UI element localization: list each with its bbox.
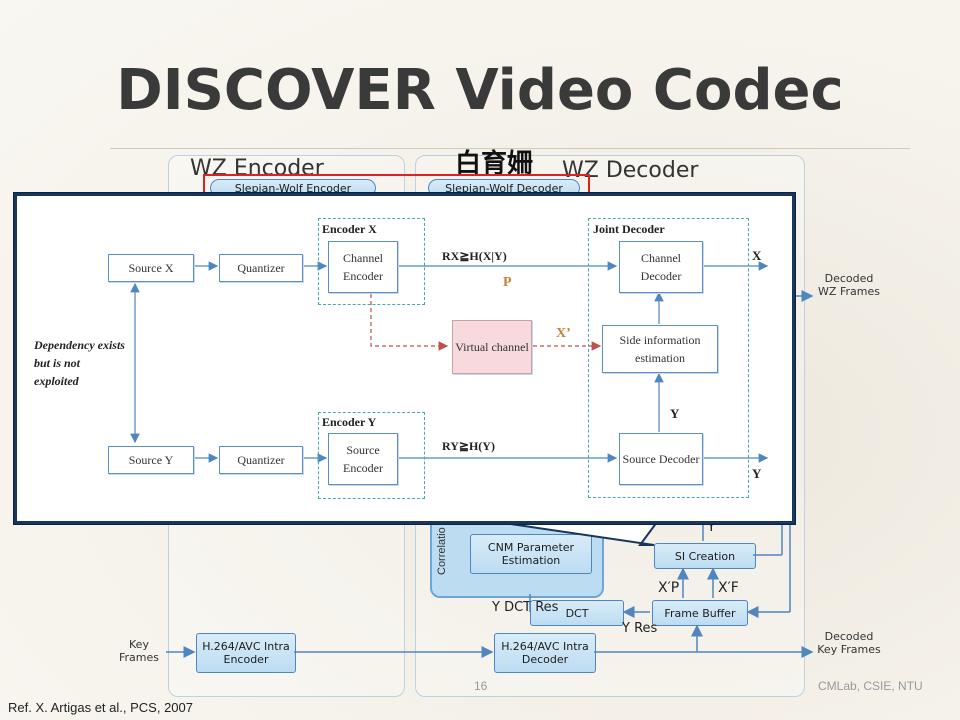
encoder-y-label: Encoder Y (322, 415, 377, 429)
si-creation-box: SI Creation (654, 543, 756, 569)
decoded-wz-frames-label: Decoded WZ Frames (818, 272, 880, 298)
cnm-parameter-estimation-box: CNM Parameter Estimation (470, 534, 592, 574)
channel-decoder-box: Channel Decoder (619, 241, 703, 293)
joint-decoder-frame (588, 218, 749, 498)
channel-encoder-box: Channel Encoder (328, 241, 398, 293)
encoder-x-frame (318, 218, 425, 305)
slepian-wolf-encoder-box: Slepian-Wolf Encoder (210, 179, 376, 197)
side-information-estimation-box: Side information estimation (602, 325, 718, 373)
red-dashed-to-virtual-channel (370, 294, 449, 351)
joint-decoder-label: Joint Decoder (593, 222, 665, 236)
source-encoder-box: Source Encoder (328, 433, 398, 485)
y-mid-label: Y (670, 406, 680, 421)
virtual-channel-box: Virtual channel (452, 320, 532, 374)
encoder-x-label: Encoder X (322, 222, 377, 236)
title-divider (110, 148, 910, 149)
rate-x-label: RX≧H(X|Y) (442, 249, 507, 263)
quantizer-bottom-box: Quantizer (219, 446, 303, 474)
wz-decoder-label: WZ Decoder (562, 158, 699, 183)
key-frames-label: Key Frames (118, 638, 159, 664)
x-prime-label: X’ (556, 326, 571, 341)
quantizer-top-box: Quantizer (219, 254, 303, 282)
footer-right: CMLab, CSIE, NTU (818, 679, 923, 693)
decoded-key-frames-label: Decoded Key Frames (817, 630, 881, 656)
dependency-note: Dependency exists but is not exploited (34, 338, 125, 388)
h264-intra-decoder-box: H.264/AVC Intra Decoder (494, 633, 596, 673)
parity-label: P (503, 275, 512, 290)
zoom-popup: Source X Quantizer Source Y Quantizer En… (14, 193, 795, 524)
dct-box: DCT (530, 600, 624, 626)
rate-y-label: RY≧H(Y) (442, 439, 495, 453)
h264-intra-encoder-box: H.264/AVC Intra Encoder (196, 633, 296, 673)
reference-citation: Ref. X. Artigas et al., PCS, 2007 (8, 700, 193, 715)
frame-buffer-box: Frame Buffer (652, 600, 748, 626)
popup-arrows (130, 261, 769, 463)
bg-xf-label: X′F (718, 580, 739, 596)
x-output-label: X (752, 248, 762, 263)
bg-y-res-label: Y Res (622, 621, 658, 636)
source-x-box: Source X (108, 254, 194, 282)
bg-xp-label: X′P (658, 580, 680, 596)
bg-y-label: Y (707, 519, 716, 535)
page-number: 16 (474, 679, 488, 693)
source-decoder-box: Source Decoder (619, 433, 703, 485)
encoder-y-frame (318, 412, 425, 499)
y-output-label: Y (752, 466, 762, 481)
source-y-box: Source Y (108, 446, 194, 474)
wz-encoder-label: WZ Encoder (190, 156, 324, 181)
bg-y-dct-res-label: Y DCT Res (492, 600, 559, 615)
slide-title: DISCOVER Video Codec (116, 58, 844, 123)
